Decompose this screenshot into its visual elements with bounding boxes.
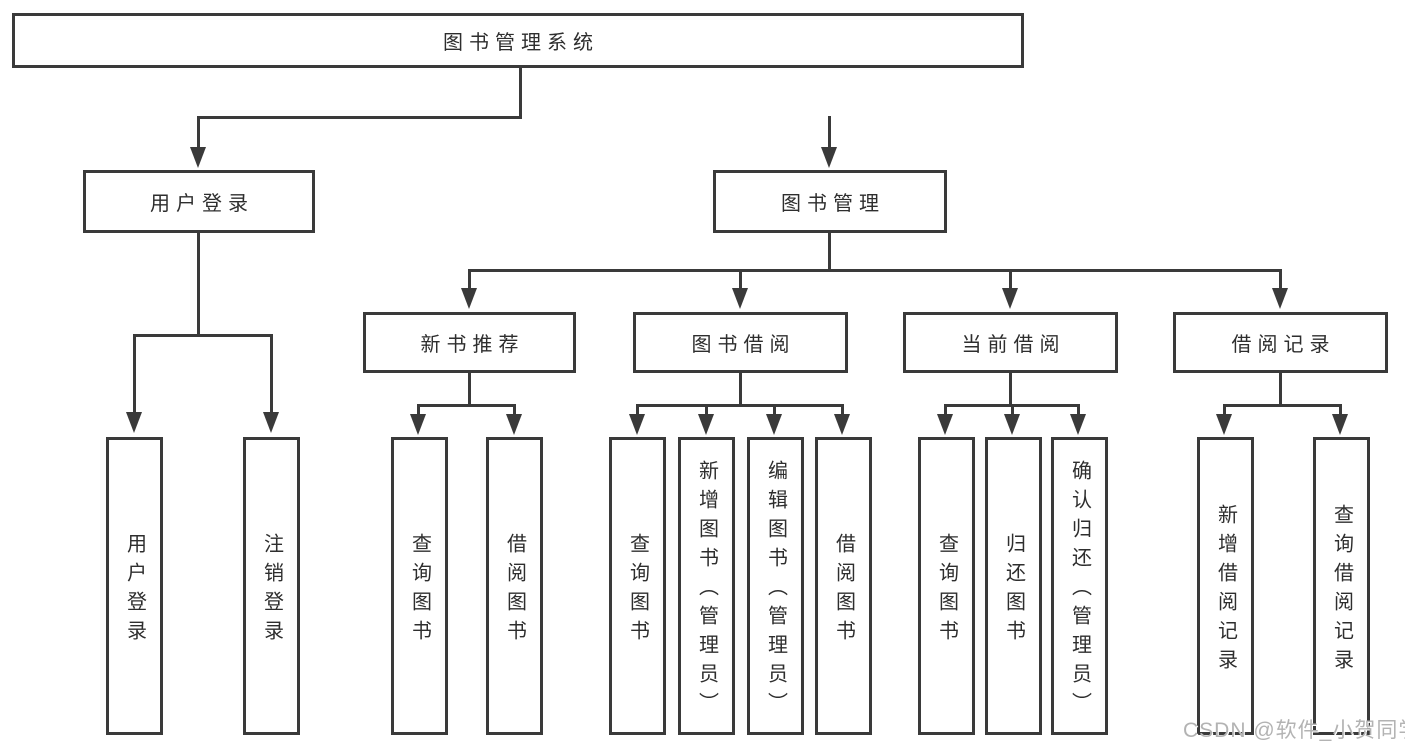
node-library-management-system: 图书管理系统: [12, 13, 1024, 68]
connector-line: [513, 404, 516, 415]
node-label: 图书管理系统: [443, 32, 599, 54]
connector-line: [1009, 372, 1012, 406]
node-label: 用户登录: [150, 193, 254, 215]
node-borrowing-records: 借阅记录: [1173, 312, 1388, 373]
leaf-label: 借阅图书: [832, 532, 855, 649]
connector-line: [468, 269, 1282, 272]
node-new-book-recommendation: 新书推荐: [363, 312, 576, 373]
arrow-down-icon: [732, 288, 748, 309]
connector-line: [1339, 404, 1342, 415]
connector-line: [1279, 372, 1282, 406]
connector-line: [270, 334, 273, 413]
node-book-borrowing: 图书借阅: [633, 312, 848, 373]
connector-line: [519, 67, 522, 118]
connector-line: [1077, 404, 1080, 415]
arrow-down-icon: [937, 414, 953, 435]
connector-line: [705, 404, 708, 415]
arrow-down-icon: [1070, 414, 1086, 435]
leaf-label: 注销登录: [260, 532, 283, 649]
leaf-label: 编辑图书（管理员）: [764, 460, 787, 721]
leaf-label: 查询借阅记录: [1330, 503, 1353, 678]
connector-line: [197, 116, 522, 119]
arrow-down-icon: [126, 412, 142, 433]
leaf-user-login: 用户登录: [106, 437, 163, 735]
leaf-edit-books-admin: 编辑图书（管理员）: [747, 437, 804, 735]
leaf-logout: 注销登录: [243, 437, 300, 735]
node-label: 图书管理: [781, 193, 885, 215]
connector-line: [468, 372, 471, 406]
arrow-down-icon: [263, 412, 279, 433]
connector-line: [197, 232, 200, 336]
connector-line: [468, 269, 471, 289]
arrow-down-icon: [821, 147, 837, 168]
csdn-watermark: CSDN @软件_小贺同学: [1183, 719, 1405, 742]
arrow-down-icon: [1272, 288, 1288, 309]
leaf-label: 确认归还（管理员）: [1068, 460, 1091, 721]
connector-line: [944, 404, 947, 415]
node-current-borrowing: 当前借阅: [903, 312, 1118, 373]
leaf-query-borrow-record: 查询借阅记录: [1313, 437, 1370, 735]
leaf-label: 查询图书: [626, 532, 649, 649]
node-label: 当前借阅: [961, 334, 1066, 356]
leaf-label: 查询图书: [935, 532, 958, 649]
arrow-down-icon: [766, 414, 782, 435]
leaf-query-books-borrow: 查询图书: [609, 437, 666, 735]
leaf-confirm-return-admin: 确认归还（管理员）: [1051, 437, 1108, 735]
connector-line: [773, 404, 776, 415]
connector-line: [828, 232, 831, 271]
leaf-add-borrow-record: 新增借阅记录: [1197, 437, 1254, 735]
leaf-add-books-admin: 新增图书（管理员）: [678, 437, 735, 735]
connector-line: [1011, 404, 1014, 415]
arrow-down-icon: [629, 414, 645, 435]
arrow-down-icon: [461, 288, 477, 309]
connector-line: [828, 116, 831, 148]
connector-line: [841, 404, 844, 415]
leaf-borrow-books-recommend: 借阅图书: [486, 437, 543, 735]
connector-line: [133, 334, 136, 413]
connector-line: [417, 404, 516, 407]
node-label: 图书借阅: [691, 334, 796, 356]
leaf-label: 新增图书（管理员）: [695, 460, 718, 721]
node-book-management: 图书管理: [713, 170, 947, 233]
leaf-query-books-current: 查询图书: [918, 437, 975, 735]
connector-line: [739, 372, 742, 406]
leaf-label: 查询图书: [408, 532, 431, 649]
node-user-login: 用户登录: [83, 170, 315, 233]
node-label: 新书推荐: [420, 334, 525, 356]
arrow-down-icon: [1216, 414, 1232, 435]
connector-line: [417, 404, 420, 415]
leaf-borrow-books: 借阅图书: [815, 437, 872, 735]
connector-line: [197, 116, 200, 148]
arrow-down-icon: [1332, 414, 1348, 435]
leaf-return-books: 归还图书: [985, 437, 1042, 735]
leaf-label: 用户登录: [123, 532, 146, 649]
leaf-query-books-recommend: 查询图书: [391, 437, 448, 735]
arrow-down-icon: [1002, 288, 1018, 309]
leaf-label: 新增借阅记录: [1214, 503, 1237, 678]
connector-line: [739, 269, 742, 289]
connector-line: [133, 334, 273, 337]
connector-line: [636, 404, 844, 407]
arrow-down-icon: [1004, 414, 1020, 435]
connector-line: [1223, 404, 1226, 415]
connector-line: [1223, 404, 1342, 407]
leaf-label: 归还图书: [1002, 532, 1025, 649]
connector-line: [1279, 269, 1282, 289]
arrow-down-icon: [834, 414, 850, 435]
connector-line: [636, 404, 639, 415]
arrow-down-icon: [698, 414, 714, 435]
arrow-down-icon: [410, 414, 426, 435]
connector-line: [1009, 269, 1012, 289]
leaf-label: 借阅图书: [503, 532, 526, 649]
node-label: 借阅记录: [1231, 334, 1336, 356]
arrow-down-icon: [190, 147, 206, 168]
arrow-down-icon: [506, 414, 522, 435]
